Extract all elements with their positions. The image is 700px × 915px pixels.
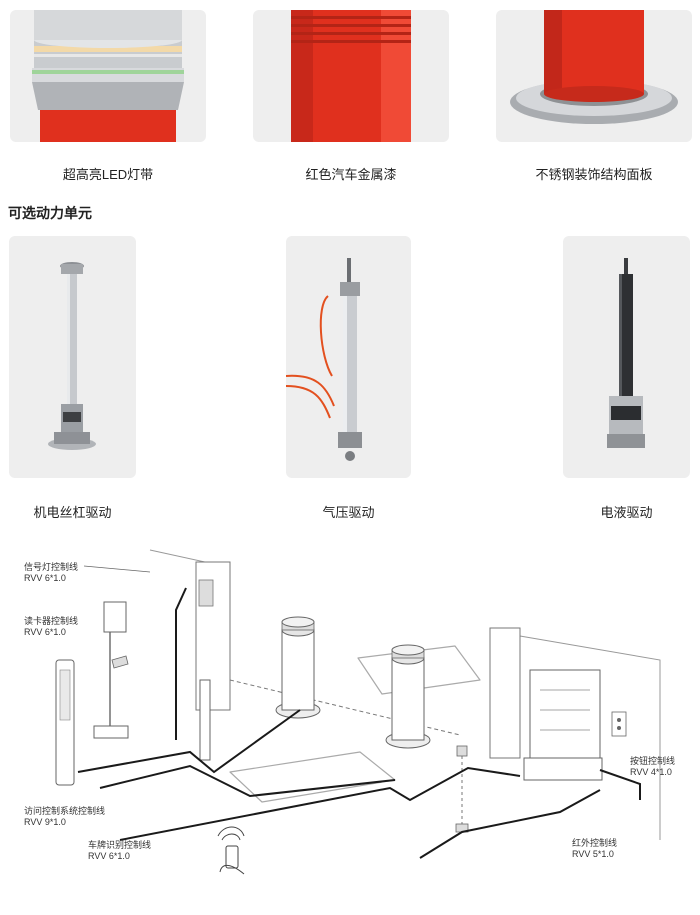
led-band-bollard-top-icon [32,10,184,142]
power-label-pneumatic: 气压驱动 [322,505,375,520]
svg-text:车牌识别控制线: 车牌识别控制线 [88,839,151,850]
electro-hydraulic-drive-icon [607,258,645,448]
label-access-control: 访问控制系统控制线 RVV 9*1.0 [24,805,105,827]
bollard-icon [385,644,431,749]
svg-text:RVV 4*1.0: RVV 4*1.0 [630,767,672,777]
power-label-hydraulic: 电液驱动 [600,505,653,520]
electromechanical-screw-drive-icon [48,262,96,450]
installation-diagram: 信号灯控制线 RVV 6*1.0 读卡器控制线 RVV 6*1.0 访问控制系统… [24,549,675,875]
power-card-screw [9,236,136,478]
label-signal: 信号灯控制线 RVV 6*1.0 [24,561,151,583]
feature-card-led [10,10,206,142]
bollard-icon [275,616,321,719]
label-infrared: 红外控制线 RVV 5*1.0 [572,837,617,859]
feature-card-panel [496,10,692,142]
pneumatic-cylinder-icon [286,258,362,461]
svg-text:RVV 5*1.0: RVV 5*1.0 [572,849,614,859]
feature-label-paint: 红色汽车金属漆 [305,167,397,182]
svg-text:RVV 9*1.0: RVV 9*1.0 [24,817,66,827]
section-title: 可选动力单元 [8,205,92,221]
feature-label-panel: 不锈钢装饰结构面板 [535,167,653,182]
power-card-pneumatic [286,236,411,478]
red-painted-column-icon [291,10,411,142]
stainless-base-panel-icon [510,10,678,124]
svg-text:信号灯控制线: 信号灯控制线 [24,561,78,572]
svg-text:RVV 6*1.0: RVV 6*1.0 [88,851,130,861]
svg-text:红外控制线: 红外控制线 [572,837,617,848]
feature-label-led: 超高亮LED灯带 [62,167,154,182]
svg-text:按钮控制线: 按钮控制线 [630,755,675,766]
power-card-hydraulic [563,236,690,478]
remote-control-icon [217,826,245,875]
svg-text:访问控制系统控制线: 访问控制系统控制线 [24,805,105,816]
svg-text:读卡器控制线: 读卡器控制线 [24,615,78,626]
label-button: 按钮控制线 RVV 4*1.0 [630,755,675,777]
label-plate-recognition: 车牌识别控制线 RVV 6*1.0 [88,839,151,861]
label-card-reader: 读卡器控制线 RVV 6*1.0 [24,615,78,637]
svg-text:RVV 6*1.0: RVV 6*1.0 [24,627,66,637]
feature-card-paint [253,10,449,142]
power-label-screw: 机电丝杠驱动 [33,505,112,520]
svg-text:RVV 6*1.0: RVV 6*1.0 [24,573,66,583]
cable-runs [77,587,641,859]
